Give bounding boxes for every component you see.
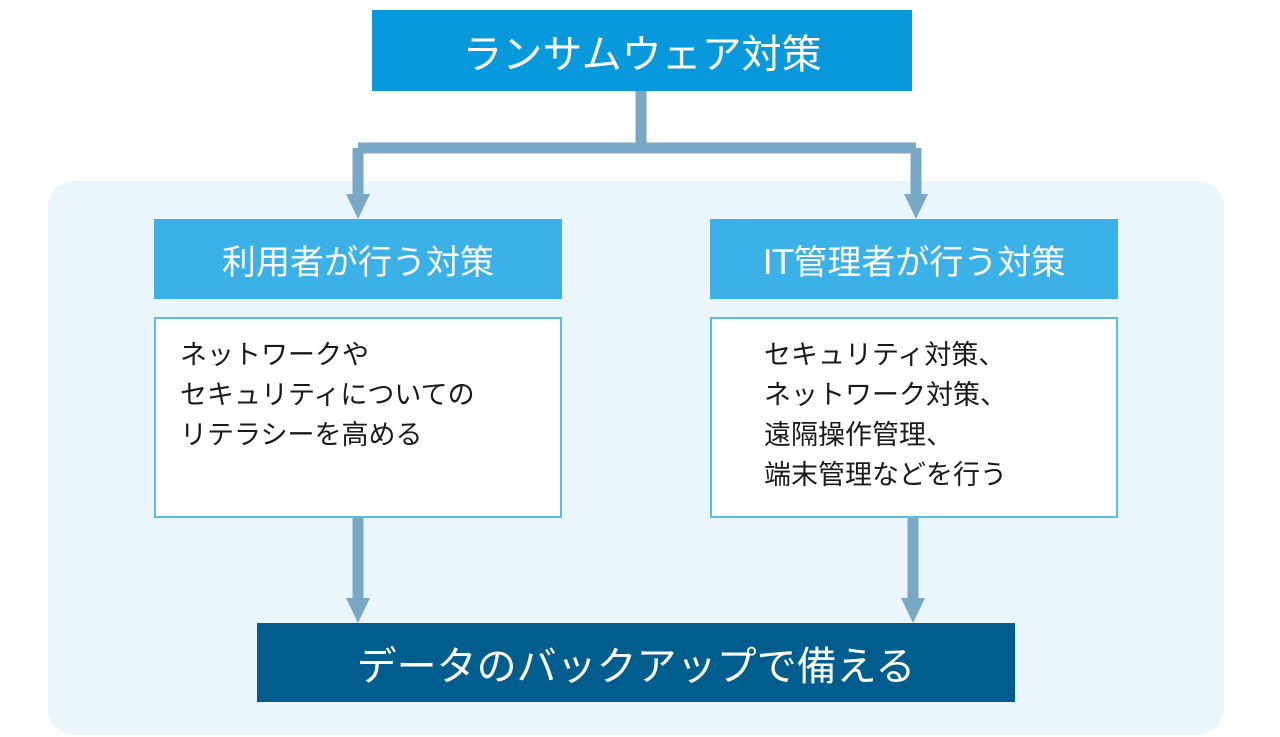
branch-node-it-admin: IT管理者が行う対策 [710,219,1118,299]
arrow-down-icon [904,194,928,219]
detail-line: ネットワークや [180,340,369,371]
branch-label-users: 利用者が行う対策 [222,242,494,283]
detail-box-users: ネットワークや セキュリティについての リテラシーを高める [154,317,562,518]
root-label: ランサムウェア対策 [462,31,822,78]
arrow-down-icon [346,194,370,219]
arrow-down-icon [901,598,925,623]
outcome-label: データのバックアップで備える [356,643,916,690]
detail-box-it-admin: セキュリティ対策、 ネットワーク対策、 遠隔操作管理、 端末管理などを行う [710,317,1118,518]
arrow-down-icon [346,598,370,623]
detail-line: リテラシーを高める [180,420,423,451]
detail-line: セキュリティ対策、 [764,340,1006,371]
root-node: ランサムウェア対策 [372,10,912,91]
detail-line: セキュリティについての [180,380,475,411]
branch-node-users: 利用者が行う対策 [154,219,562,299]
outcome-node: データのバックアップで備える [257,623,1015,702]
detail-line: ネットワーク対策、 [764,380,1007,411]
branch-label-it-admin: IT管理者が行う対策 [762,242,1066,283]
detail-line: 遠隔操作管理、 [764,420,953,451]
detail-line: 端末管理などを行う [764,460,1007,491]
